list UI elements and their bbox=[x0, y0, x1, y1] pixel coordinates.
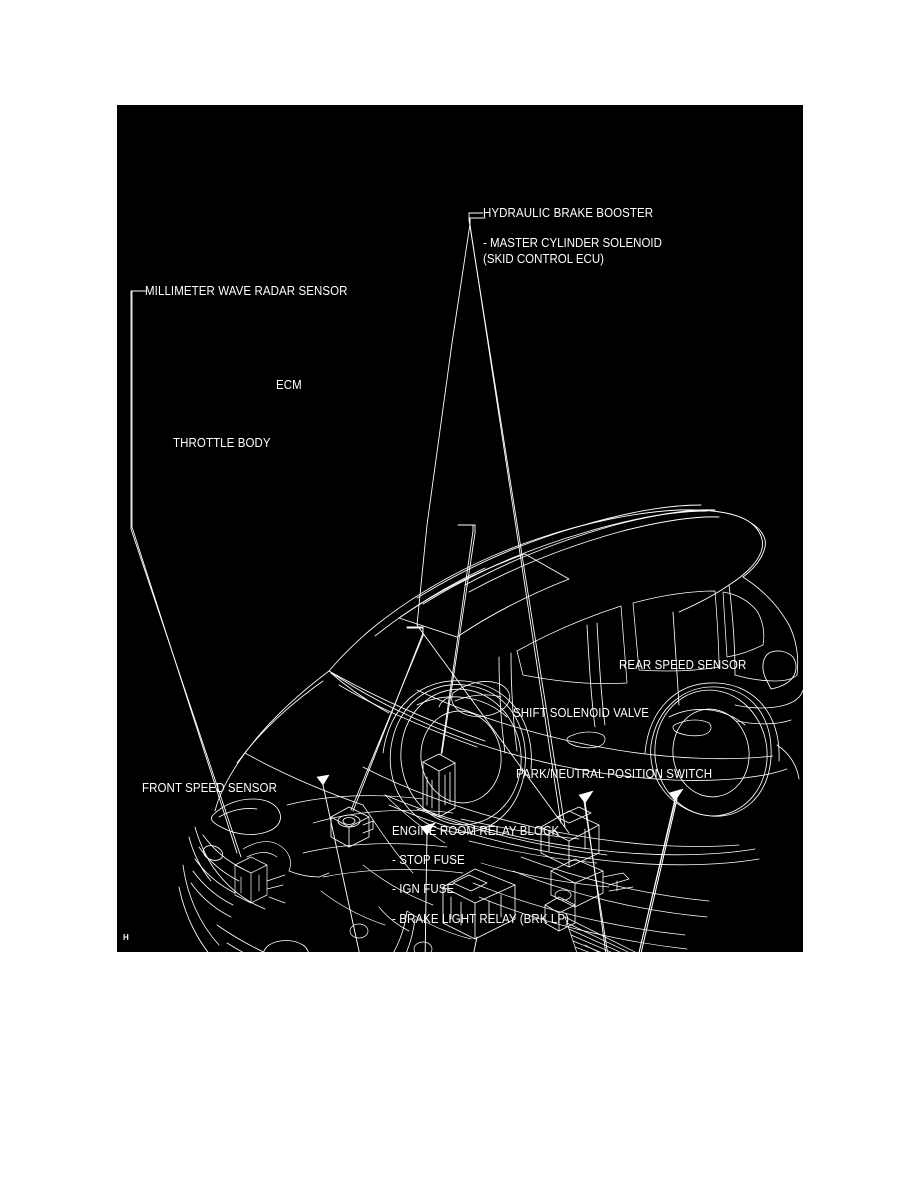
sensor-arrow-markers bbox=[316, 774, 684, 836]
vehicle-hood-group bbox=[178, 670, 486, 952]
callout-ign-fuse-item: - IGN FUSE bbox=[392, 882, 455, 896]
component-park-neutral-position-switch bbox=[544, 896, 576, 932]
callout-ecm-label: ECM bbox=[276, 378, 302, 392]
component-engine-room-relay-block bbox=[442, 868, 516, 940]
component-skid-control-assembly bbox=[550, 858, 634, 908]
callout-park-neutral-position-switch-label: PARK/NEUTRAL POSITION SWITCH bbox=[516, 767, 713, 781]
vehicle-location-illustration bbox=[130, 212, 803, 952]
vehicle-roof-group bbox=[368, 504, 766, 638]
engine-bay-contours bbox=[286, 795, 610, 888]
callout-brake-light-relay-item: - BRAKE LIGHT RELAY (BRK LP) bbox=[392, 912, 570, 926]
callout-millimeter-wave-radar-sensor-label: MILLIMETER WAVE RADAR SENSOR bbox=[145, 284, 348, 298]
callout-throttle-body-label: THROTTLE BODY bbox=[173, 436, 271, 450]
vehicle-windows-group bbox=[516, 590, 765, 684]
callout-rear-speed-sensor-label: REAR SPEED SENSOR bbox=[619, 658, 747, 672]
diagram-panel: HYDRAULIC BRAKE BOOSTER - MASTER CYLINDE… bbox=[117, 105, 803, 952]
component-throttle-body bbox=[330, 806, 374, 848]
component-ecm bbox=[422, 753, 456, 818]
callout-engine-room-relay-block-label: ENGINE ROOM RELAY BLOCK bbox=[392, 824, 560, 838]
callout-leaders-final bbox=[322, 784, 676, 952]
vehicle-underbody-group bbox=[320, 794, 710, 952]
callout-hydraulic-brake-booster-label: HYDRAULIC BRAKE BOOSTER bbox=[483, 206, 654, 220]
vehicle-door-handles bbox=[566, 719, 712, 749]
callout-shift-solenoid-valve-label: SHIFT SOLENOID VALVE bbox=[513, 706, 650, 720]
component-side-mirror bbox=[438, 681, 511, 717]
component-transmission-hatching bbox=[564, 916, 636, 952]
callout-front-speed-sensor-label: FRONT SPEED SENSOR bbox=[142, 781, 277, 795]
vehicle-wheels-group bbox=[382, 680, 800, 834]
callout-master-cylinder-solenoid-sublabel: - MASTER CYLINDER SOLENOID (SKID CONTROL… bbox=[483, 236, 662, 266]
engine-bay-wiring bbox=[234, 841, 330, 904]
page-marker: H bbox=[123, 933, 129, 942]
callout-leaders-exact bbox=[130, 212, 678, 952]
callout-stop-fuse-item: - STOP FUSE bbox=[392, 853, 465, 867]
